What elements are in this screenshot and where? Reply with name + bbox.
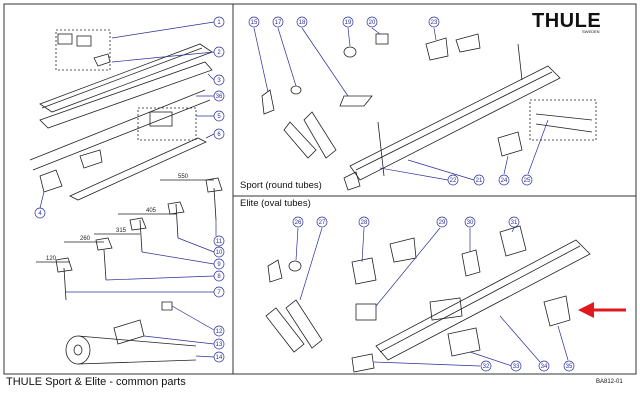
callout-circle [213,258,225,270]
callout-label: 23 [431,20,438,26]
callout-circle [213,325,225,337]
callout-label: 7 [217,290,221,296]
callout-circle [248,16,260,28]
callout-label: 19 [345,20,352,26]
dimension-label: 120 [46,256,57,262]
callout-label: 28 [361,220,368,226]
callout-label: 29 [439,220,446,226]
dimension-label: 260 [80,236,91,242]
callout-circle [213,110,225,122]
callout-label: 21 [476,178,483,184]
callout-label: 10 [216,250,223,256]
callout-circle [213,286,225,298]
callout-label: 6 [217,132,221,138]
callout-circle [521,174,533,186]
callout-circle [213,246,225,258]
callout-circle [366,16,378,28]
red-arrow-icon [578,302,626,318]
callout-label: 2 [217,50,221,56]
callout-label: 33 [513,364,520,370]
callout-label: 25 [524,178,531,184]
callout-circle [480,360,492,372]
callout-circle [296,16,308,28]
callout-circle [358,216,370,228]
callout-circle [34,207,46,219]
left-parts-drawing [29,29,223,365]
callout-circle [213,338,225,350]
callout-label: 12 [216,329,223,335]
callout-circle [213,90,225,102]
callout-circle [538,360,550,372]
frame [3,3,637,375]
footer-title: THULE Sport & Elite - common parts [6,376,186,388]
drawing-code: BA812-01 [596,379,623,385]
logo-subtext: SWEDEN [582,29,600,34]
callout-circle [510,360,522,372]
callout-label: 17 [275,20,282,26]
callout-circle [316,216,328,228]
sport-parts-drawing [261,33,597,191]
callout-circle [292,216,304,228]
callout-label: 1 [217,20,221,26]
callout-circle [213,235,225,247]
callout-circle [447,174,459,186]
callout-circle [498,174,510,186]
callout-label: 36 [216,94,223,100]
callouts: 1 2 3 36 5 6 4 11 10 9 8 7 12 [34,16,575,372]
callout-circle [213,351,225,363]
callout-label: 32 [483,364,490,370]
callout-label: 4 [38,211,42,217]
elite-parts-drawing [265,225,591,373]
callout-circle [272,16,284,28]
callout-circle [473,174,485,186]
callout-label: 13 [216,342,223,348]
callout-circle [436,216,448,228]
callout-label: 15 [251,20,258,26]
callout-label: 31 [511,220,518,226]
elite-section-title: Elite (oval tubes) [240,198,311,209]
callout-label: 24 [501,178,508,184]
dimension-label: 405 [146,208,157,214]
callout-circle [428,16,440,28]
callout-label: 18 [299,20,306,26]
callout-label: 34 [541,364,548,370]
callout-label: 30 [467,220,474,226]
callout-label: 14 [216,355,223,361]
callout-circle [464,216,476,228]
callout-circle [213,270,225,282]
callout-circle [342,16,354,28]
callout-label: 35 [566,364,573,370]
callout-label: 22 [450,178,457,184]
callout-circle [508,216,520,228]
callout-circle [213,16,225,28]
callout-label: 26 [295,220,302,226]
callout-label: 8 [217,274,221,280]
callout-label: 27 [319,220,326,226]
callout-label: 3 [217,78,221,84]
dimension-label: 550 [178,174,189,180]
callout-label: 9 [217,262,221,268]
callout-label: 5 [217,114,221,120]
sport-section-title: Sport (round tubes) [240,180,322,191]
dimension-labels: 550 405 315 260 120 [46,174,189,262]
callout-circle [563,360,575,372]
callout-circle [213,74,225,86]
thule-logo: THULE [532,10,602,32]
callout-circle [213,46,225,58]
callout-label: 11 [216,239,223,245]
callout-label: 20 [369,20,376,26]
callout-circle [213,128,225,140]
dimension-label: 315 [116,228,127,234]
